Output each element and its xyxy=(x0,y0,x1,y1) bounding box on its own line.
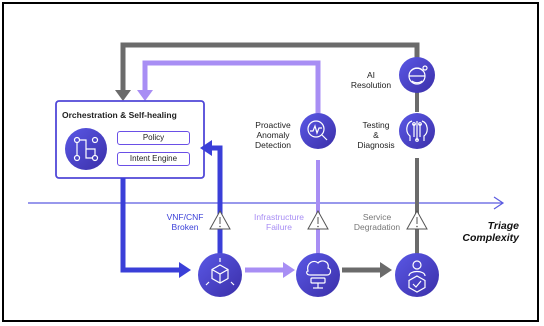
service-line-2: Degradation xyxy=(353,222,401,232)
gray-feedback-arrow xyxy=(115,42,420,101)
vnf-icon xyxy=(198,253,242,297)
ai-resolution-label: AI Resolution xyxy=(344,70,398,90)
vnf-warning-icon xyxy=(209,209,231,230)
infra-line-1: Infrastructure xyxy=(253,212,305,222)
service-line-1: Service xyxy=(362,212,392,222)
proactive-line-1: Proactive xyxy=(255,120,291,130)
ai-resolution-line-1: AI xyxy=(366,70,376,80)
testing-diagnosis-label: Testing & Diagnosis xyxy=(352,120,400,150)
ai-resolution-icon xyxy=(399,57,435,93)
service-icon xyxy=(395,253,439,297)
violet-feedback-arrow xyxy=(137,60,321,117)
infra-warning-icon xyxy=(307,209,329,230)
triage-line-2: Complexity xyxy=(462,232,519,244)
orchestration-icon xyxy=(65,128,107,170)
vnf-line-2: Broken xyxy=(171,222,199,232)
proactive-anomaly-label: Proactive Anomaly Detection xyxy=(246,120,300,150)
ai-resolution-line-2: Resolution xyxy=(350,80,392,90)
service-failure-label: Service Degradation xyxy=(346,212,408,232)
testing-line-1: Testing xyxy=(362,120,390,130)
triage-complexity-label: Triage Complexity xyxy=(446,220,519,244)
triage-line-1: Triage xyxy=(487,220,519,232)
testing-line-2: & xyxy=(373,130,379,140)
vnf-line-1: VNF/CNF xyxy=(166,212,204,222)
proactive-line-2: Anomaly xyxy=(256,130,290,140)
orchestration-title: Orchestration & Self-healing xyxy=(62,110,177,120)
policy-button[interactable]: Policy xyxy=(117,131,190,145)
infra-line-2: Failure xyxy=(266,222,292,232)
anomaly-detection-icon xyxy=(300,113,336,149)
diagram-frame xyxy=(2,2,539,322)
bottom-flow-arrows xyxy=(245,262,392,278)
testing-diagnosis-icon xyxy=(399,113,435,149)
infra-failure-label: Infrastructure Failure xyxy=(246,212,312,232)
vnf-failure-label: VNF/CNF Broken xyxy=(163,212,207,232)
infrastructure-icon xyxy=(296,253,340,297)
proactive-line-3: Detection xyxy=(255,140,291,150)
service-warning-icon xyxy=(406,209,428,230)
intent-engine-button[interactable]: Intent Engine xyxy=(117,152,190,166)
testing-line-3: Diagnosis xyxy=(357,140,395,150)
triage-axis xyxy=(28,196,505,210)
